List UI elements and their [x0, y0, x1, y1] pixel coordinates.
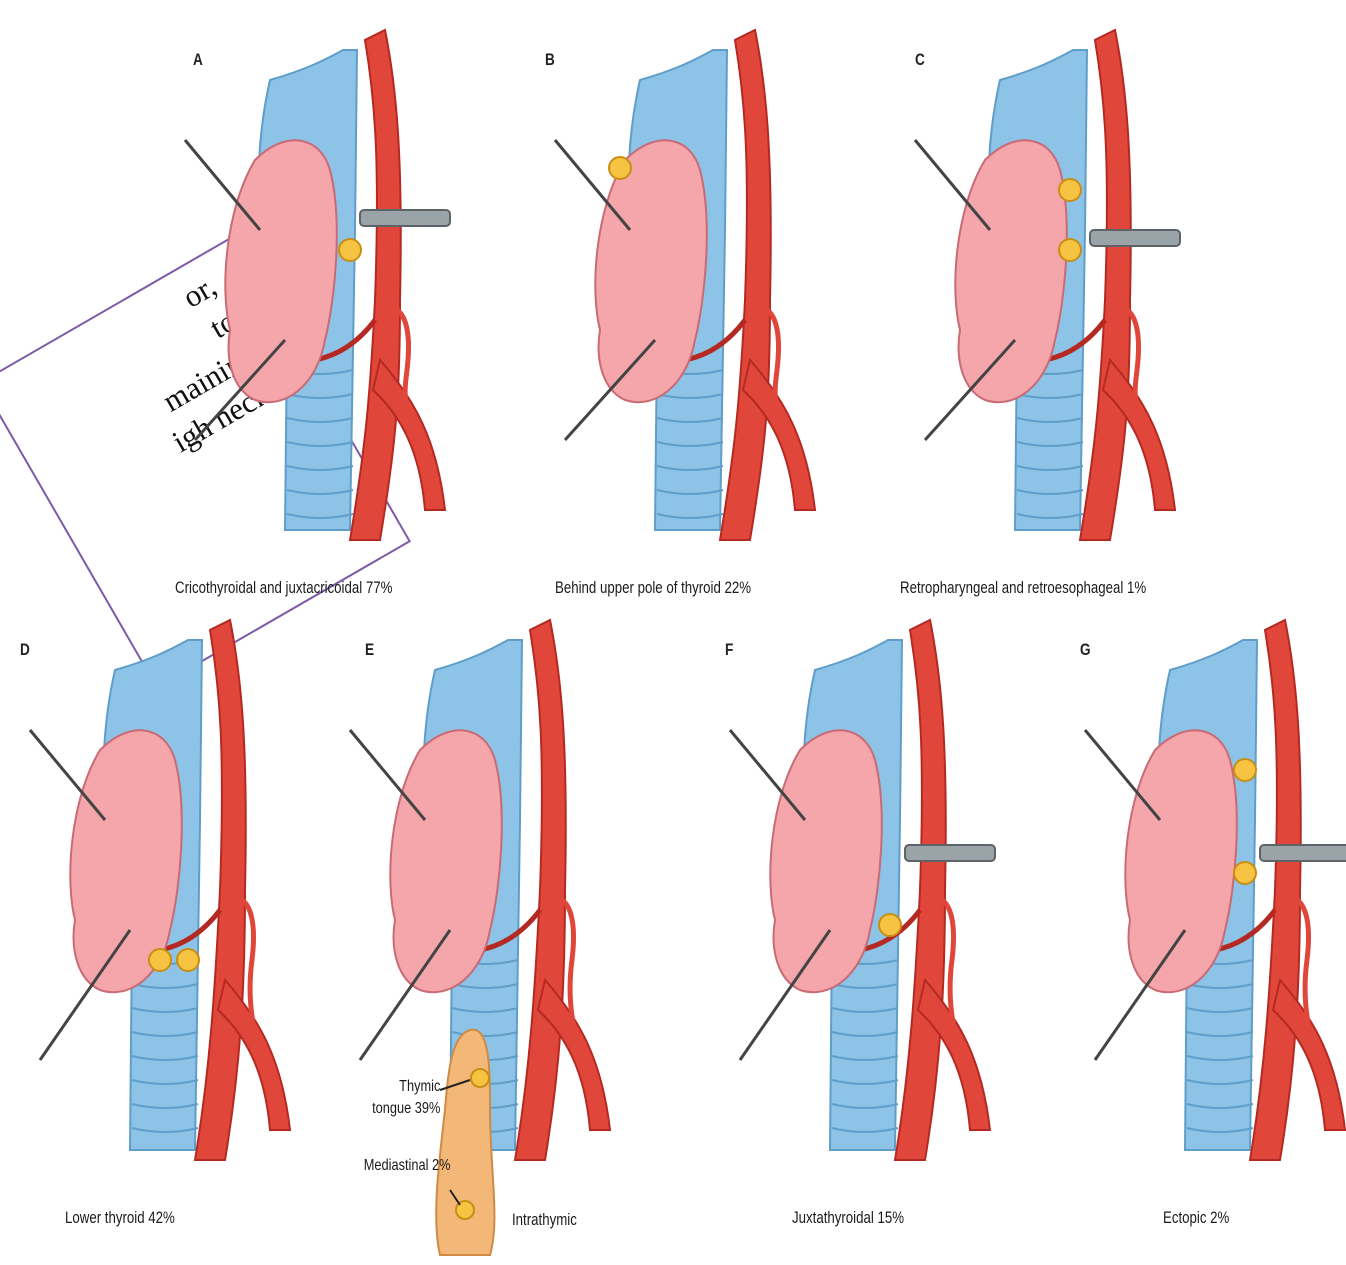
panel-b: B Behind upper pole of thyroid 22% — [545, 10, 835, 610]
carotid-artery — [515, 620, 566, 1160]
mediastinal-label: Mediastinal 2% — [363, 1157, 450, 1175]
retractor-blade — [1090, 230, 1180, 246]
parathyroid-gland — [1234, 759, 1256, 781]
neck-anatomy-illustration — [720, 630, 1020, 1230]
carotid-artery — [720, 30, 771, 540]
parathyroid-gland — [149, 949, 171, 971]
panel-caption: Ectopic 2% — [1163, 1208, 1229, 1228]
panel-caption: Lower thyroid 42% — [65, 1208, 175, 1228]
carotid-artery — [1250, 620, 1301, 1160]
panel-c: C Retropharyngeal and retroesophageal 1% — [905, 10, 1235, 610]
panel-a: A Cricothyroidal and juxtacricoidal 77% — [175, 10, 465, 610]
neck-anatomy-illustration — [175, 10, 465, 550]
neck-anatomy-illustration — [545, 10, 835, 550]
parathyroid-gland — [471, 1069, 489, 1087]
parathyroid-gland — [177, 949, 199, 971]
retractor-blade — [1260, 845, 1346, 861]
panel-e: E Thymic tongue 39% Mediastinal 2% Intra… — [340, 630, 660, 1250]
parathyroid-gland — [879, 914, 901, 936]
panel-caption: Retropharyngeal and retroesophageal 1% — [900, 578, 1146, 598]
neck-anatomy-illustration — [1075, 630, 1346, 1230]
neck-anatomy-illustration — [905, 10, 1195, 550]
parathyroid-gland — [1059, 239, 1081, 261]
panel-caption: Behind upper pole of thyroid 22% — [555, 578, 751, 598]
retractor-blade — [905, 845, 995, 861]
panel-d: D Lower thyroid 42% — [20, 630, 320, 1250]
parathyroid-gland — [1234, 862, 1256, 884]
panel-caption: Juxtathyroidal 15% — [792, 1208, 904, 1228]
panel-caption: Cricothyroidal and juxtacricoidal 77% — [175, 578, 392, 598]
panel-f: F Juxtathyroidal 15% — [720, 630, 1020, 1250]
parathyroid-gland — [339, 239, 361, 261]
thymus — [436, 1030, 494, 1255]
carotid-artery — [195, 620, 246, 1160]
carotid-artery — [1080, 30, 1131, 540]
neck-anatomy-illustration — [20, 630, 320, 1230]
carotid-artery — [895, 620, 946, 1160]
retractor-blade — [360, 210, 450, 226]
panel-g: G Ectopic 2% — [1075, 630, 1346, 1250]
neck-anatomy-illustration — [340, 630, 640, 1230]
parathyroid-gland — [1059, 179, 1081, 201]
carotid-artery — [350, 30, 401, 540]
panel-caption: Intrathymic — [512, 1210, 577, 1230]
parathyroid-gland — [609, 157, 631, 179]
thymic-tongue-label: Thymic tongue 39% — [372, 1076, 440, 1120]
